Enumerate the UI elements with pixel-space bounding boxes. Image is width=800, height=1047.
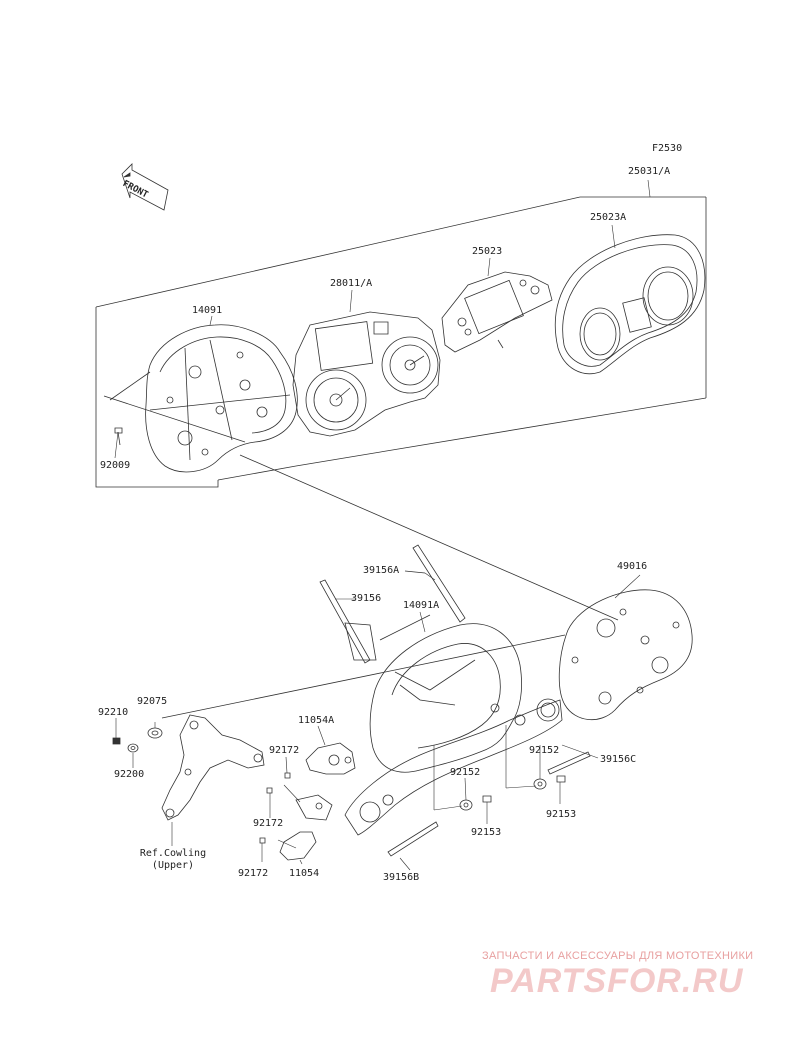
- leader-housing: [162, 635, 565, 718]
- meter-unit-28011A: [293, 312, 440, 436]
- label-92210: 92210: [98, 707, 129, 718]
- label-92200: 92200: [114, 769, 145, 780]
- gasket-49016: [559, 590, 692, 720]
- strip-39156C: [548, 752, 590, 774]
- label-14091: 14091: [192, 305, 223, 316]
- watermark-logo: PARTSFOR.RU: [490, 962, 744, 1000]
- screw-92153: [483, 776, 565, 802]
- front-arrow-icon: [122, 164, 168, 210]
- display-panel-25023: [442, 272, 552, 352]
- label-14091A: 14091A: [403, 600, 440, 611]
- label-92172-a: 92172: [269, 745, 300, 756]
- label-25031A: 25031/A: [628, 166, 671, 177]
- figure-code: F2530: [652, 143, 683, 154]
- meter-cover-25023A: [555, 235, 705, 374]
- leader-lines: [115, 180, 650, 870]
- screw-92172: [260, 773, 290, 843]
- label-11054: 11054: [289, 868, 320, 879]
- label-39156C: 39156C: [600, 754, 637, 765]
- bracket-ref-cowling: [162, 715, 264, 820]
- screw-92009: [115, 428, 122, 445]
- assembly-frame: [96, 197, 706, 487]
- bracket-11054: [280, 795, 332, 860]
- label-92153-b: 92153: [546, 809, 577, 820]
- watermark-tagline: ЗАПЧАСТИ И АКСЕССУАРЫ ДЛЯ МОТОТЕХНИКИ: [482, 950, 754, 962]
- leader-49016: [240, 455, 618, 620]
- label-92009: 92009: [100, 460, 131, 471]
- grommet-92075: [148, 728, 162, 738]
- label-ref-cowling: Ref.Cowling (Upper): [133, 848, 213, 872]
- label-28011A: 28011/A: [330, 278, 373, 289]
- strip-39156: [320, 580, 376, 663]
- nut-92210: [113, 738, 120, 744]
- ref-cowling-line2: (Upper): [151, 860, 195, 871]
- label-92172-c: 92172: [238, 868, 269, 879]
- label-49016: 49016: [617, 561, 648, 572]
- strip-39156A: [405, 545, 465, 622]
- ref-cowling-line1: Ref.Cowling: [139, 848, 207, 859]
- bracket-11054A: [306, 743, 355, 774]
- label-92075: 92075: [137, 696, 168, 707]
- washer-92152: [460, 779, 546, 810]
- label-92152-a: 92152: [450, 767, 481, 778]
- label-39156A: 39156A: [363, 565, 400, 576]
- label-92152-b: 92152: [529, 745, 560, 756]
- label-92153-a: 92153: [471, 827, 502, 838]
- label-39156: 39156: [351, 593, 382, 604]
- label-25023: 25023: [472, 246, 503, 257]
- label-92172-b: 92172: [253, 818, 284, 829]
- strip-39156B: [388, 822, 438, 856]
- meter-case-14091: [146, 325, 298, 472]
- label-11054A: 11054A: [298, 715, 335, 726]
- housing-14091A: [345, 615, 562, 835]
- washer-92200: [128, 744, 138, 752]
- label-25023A: 25023A: [590, 212, 627, 223]
- label-39156B: 39156B: [383, 872, 420, 883]
